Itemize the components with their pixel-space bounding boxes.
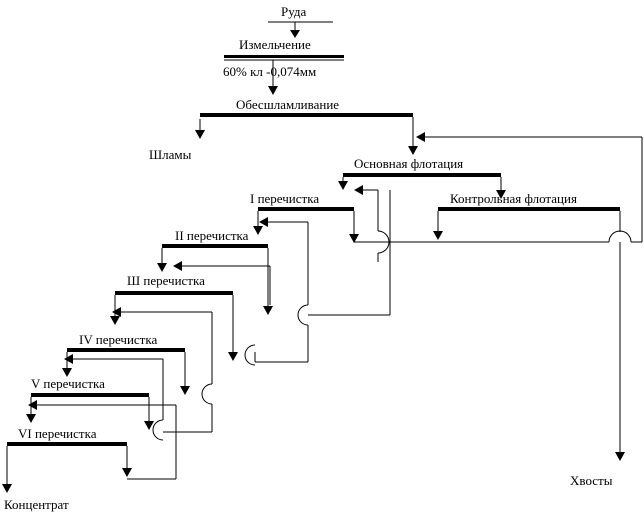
cleaning-1-tails-arrow-icon: [349, 234, 359, 243]
slimes-arrow-icon: [195, 130, 205, 139]
scavenger-bar: [438, 207, 620, 211]
slimes-label: Шламы: [149, 147, 192, 162]
cleaning-1-label: I перечистка: [250, 191, 319, 206]
cleaning-6-bar: [7, 442, 127, 446]
cleaning-3-tails-arrow-icon: [228, 352, 238, 361]
desliming-bar: [200, 113, 413, 117]
concentrate-label: Концентрат: [4, 497, 69, 512]
crossover-hop-scavenger: [608, 230, 632, 243]
cleaning-1-feed-arrow-icon: [354, 185, 363, 195]
desliming-label: Обесшламливание: [236, 97, 339, 112]
rougher-label: Основная флотация: [354, 156, 463, 171]
cleaning-3-froth-arrow-icon: [110, 316, 120, 325]
cleaning-2-tails-arrow-icon: [263, 306, 273, 315]
cleaning-3-feed-arrow-icon: [173, 261, 182, 271]
cleaning-5-label: V перечистка: [31, 376, 105, 391]
cleaning-4-froth-arrow-icon: [62, 368, 72, 377]
cleaning-3-bar: [115, 291, 233, 295]
grinding-size-spec: 60% кл -0,074мм: [223, 64, 316, 79]
scavenger-froth-arrow-icon: [433, 231, 443, 240]
cleaning-2-label: II перечистка: [175, 228, 249, 243]
cleaning-4-bar: [67, 348, 185, 352]
scavenger-label: Контрольная флотация: [450, 191, 577, 206]
crossover-hop-2: [297, 304, 309, 326]
cleaning-6-tails-arrow-icon: [122, 468, 132, 477]
crossover-hop-1: [377, 230, 390, 254]
cleaning-4-label: IV перечистка: [79, 332, 157, 347]
rougher-tails-arrow-icon: [496, 190, 506, 199]
crossover-hop-3: [244, 344, 256, 366]
cleaning-4-feed-arrow-icon: [112, 307, 121, 317]
desliming-arrow-icon: [408, 146, 418, 155]
cleaning-6-label: VI перечистка: [18, 426, 97, 441]
cleaning-5-tails-arrow-icon: [144, 421, 154, 430]
recycle-arrow-icon: [416, 132, 425, 142]
feed-arrow-icon: [290, 30, 300, 38]
grinding-bar: [224, 55, 344, 58]
cleaning-2-froth-arrow-icon: [157, 263, 167, 272]
concentrate-arrow-icon: [2, 484, 12, 493]
cleaning-1-bar: [258, 207, 354, 211]
grinding-label: Измельчение: [239, 37, 311, 52]
cleaning-5-froth-arrow-icon: [26, 414, 36, 423]
tailings-label: Хвосты: [570, 473, 613, 488]
cleaning-1-froth-arrow-icon: [253, 226, 263, 235]
feed-label: Руда: [281, 4, 307, 19]
cleaning-4-tails-arrow-icon: [180, 386, 190, 395]
crossover-hop-4: [201, 383, 213, 405]
cleaning-5-bar: [31, 393, 149, 397]
rougher-bar: [343, 173, 501, 177]
crossover-hop-5: [152, 419, 164, 441]
cleaning-2-feed-arrow-icon: [259, 217, 268, 227]
tailings-arrow-icon: [615, 452, 625, 461]
cleaning-2-bar: [162, 244, 268, 248]
cleaning-5-feed-arrow-icon: [64, 354, 73, 364]
grinding-arrow-icon: [268, 86, 278, 95]
cleaning-3-label: Ш перечистка: [127, 273, 205, 288]
cleaning-6-feed-arrow-icon: [28, 400, 37, 410]
rougher-froth-arrow-icon: [338, 181, 348, 190]
